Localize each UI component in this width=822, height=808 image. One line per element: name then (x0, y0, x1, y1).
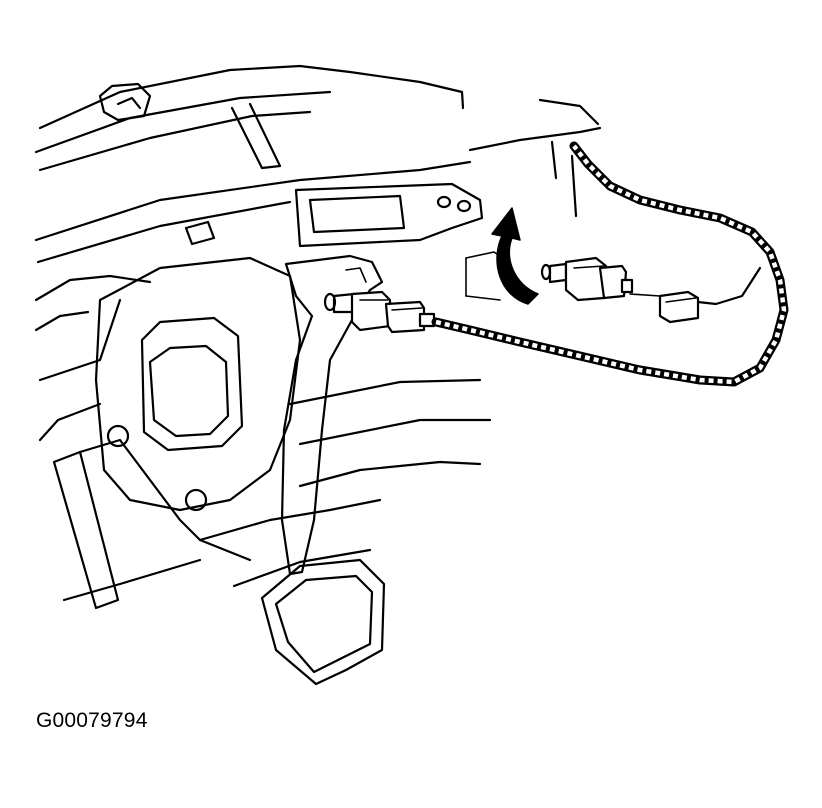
rotation-arrow (491, 207, 539, 305)
alignment-indicator (465, 251, 661, 301)
figure-id-label: G00079794 (36, 709, 148, 732)
harness-connector (658, 290, 700, 324)
exploded-brake-switch (540, 256, 634, 302)
wiring-harness (431, 141, 789, 387)
brake-pedal (260, 254, 386, 686)
installed-brake-switch (323, 290, 436, 334)
